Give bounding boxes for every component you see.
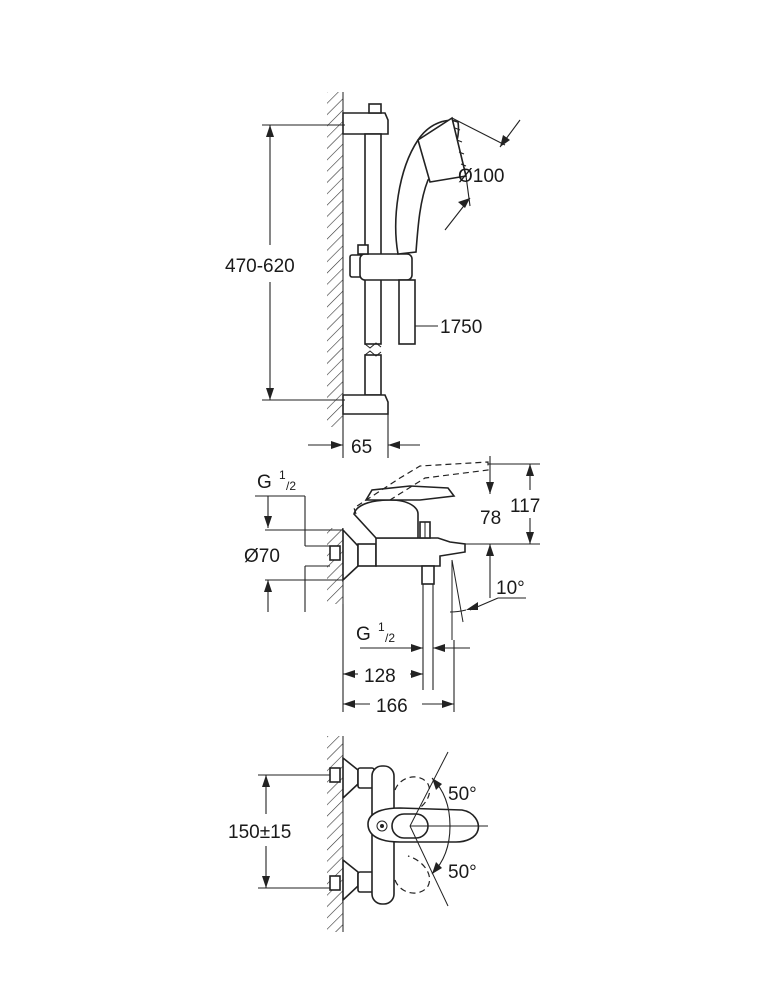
flange-diameter-label: Ø70 (244, 546, 280, 567)
wall-connector (329, 545, 341, 561)
height-inner-label: 78 (480, 508, 501, 529)
lower-connector (329, 875, 341, 891)
dim-spout-angle: 10° (466, 578, 526, 611)
lever-raised (353, 461, 489, 515)
dim-head-diameter: Ø100 (444, 117, 521, 231)
dim-height-outer: 117 (465, 463, 540, 545)
thread-bottom-num: 1 (378, 620, 385, 634)
thread-top-main: G (257, 472, 272, 493)
lever-up-position (394, 776, 431, 815)
cartridge-dome (353, 499, 419, 539)
dim-hose-length: 1750 (415, 317, 482, 338)
upper-flange (342, 756, 359, 800)
thread-bottom-main: G (356, 624, 371, 645)
dim-depth-outer: 166 (343, 640, 455, 717)
dim-height-range: 470-620 (225, 124, 345, 401)
center-distance-label: 150±15 (228, 822, 291, 843)
wall-flange (342, 527, 359, 582)
lower-flange (342, 858, 359, 902)
mixer-body (375, 537, 466, 567)
mixer-side-view: 117 78 10° G 1 /2 (244, 456, 540, 717)
depth-outer-label: 166 (376, 696, 408, 717)
dim-height-inner: 78 (480, 456, 501, 598)
angle-down-label: 50° (448, 862, 477, 883)
height-range-label: 470-620 (225, 256, 295, 277)
dim-angle-down: 50° (431, 825, 477, 883)
slider-holder (349, 244, 413, 281)
wall-hatch-top (327, 92, 343, 427)
upper-connector (329, 767, 341, 783)
thread-bottom-den: /2 (385, 631, 395, 645)
hose (398, 279, 416, 345)
front-handle (367, 807, 480, 843)
hose-outlet (421, 565, 435, 585)
lever-handle (364, 485, 456, 501)
dim-flange-diameter: Ø70 (244, 529, 343, 612)
hand-shower (395, 116, 467, 255)
upper-wall-bracket (342, 103, 389, 135)
hose-length-label: 1750 (440, 317, 482, 338)
dim-thread-top: G 1 /2 (255, 468, 306, 546)
thread-top-den: /2 (286, 479, 296, 493)
dim-wall-offset: 65 (308, 414, 420, 458)
dim-center-distance: 150±15 (228, 774, 330, 889)
angle-up-label: 50° (448, 784, 477, 805)
shower-rail-view: 470-620 Ø100 1750 65 (225, 92, 521, 458)
depth-inner-label: 128 (364, 666, 396, 687)
lower-wall-bracket (342, 394, 389, 415)
dim-depth-inner: 128 (342, 604, 423, 712)
lever-down-position (394, 855, 431, 894)
height-outer-label: 117 (510, 496, 540, 517)
spout-angle-label: 10° (496, 578, 525, 599)
dim-angle-up: 50° (431, 777, 477, 827)
eccentric-nut (357, 543, 377, 567)
rail-bar (364, 133, 382, 396)
wall-offset-label: 65 (351, 437, 372, 458)
mixer-front-view: 150±15 50° 50° (228, 736, 488, 932)
wall-hatch-front (327, 736, 343, 932)
head-diameter-label: Ø100 (458, 166, 504, 187)
thread-top-num: 1 (279, 468, 286, 482)
dim-thread-bottom: G 1 /2 (356, 584, 470, 690)
